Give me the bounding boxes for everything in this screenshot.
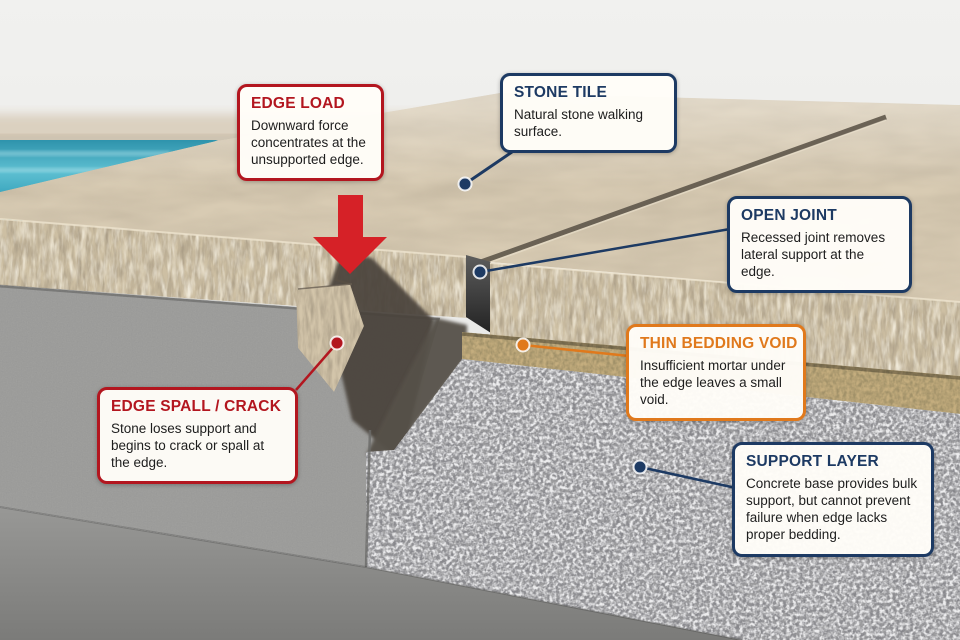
callout-title: STONE TILE (514, 84, 608, 101)
callout-body: Natural stone walking surface. (514, 107, 644, 140)
dot-stone-tile (457, 176, 473, 192)
callout-title: SUPPORT LAYER (746, 453, 879, 470)
left-arris-highlight (0, 218, 468, 258)
callout-body: Concrete base provides bulk support, but… (746, 476, 918, 543)
callout-body: Insufficient mortar under the edge leave… (640, 358, 786, 408)
right-arris-highlight (489, 262, 960, 303)
leader-stone-tile (464, 150, 513, 186)
edge-load-arrow (313, 195, 387, 274)
callout-stone-tile: STONE TILE Natural stone walking surface… (500, 73, 677, 154)
callout-support-layer: SUPPORT LAYER Concrete base provides bul… (732, 442, 934, 557)
base-layer (0, 507, 742, 640)
callout-title: EDGE SPALL / CRACK (111, 398, 282, 415)
dot-open-joint (472, 264, 488, 280)
leader-thin-bedding-void (522, 343, 630, 358)
leader-open-joint (479, 227, 731, 274)
callout-title: OPEN JOINT (741, 207, 837, 224)
dot-edge-spall (329, 335, 345, 351)
callout-body: Recessed joint removes lateral support a… (741, 230, 886, 280)
block-corner-shadow (366, 318, 467, 455)
callout-body: Stone loses support and begins to crack … (111, 421, 265, 471)
leader-support-layer (639, 465, 737, 490)
leader-edge-spall (295, 342, 338, 391)
callout-open-joint: OPEN JOINT Recessed joint removes latera… (727, 196, 912, 294)
callout-edge-load: EDGE LOAD Downward force concentrates at… (237, 84, 384, 182)
callout-title: THIN BEDDING VOID (640, 335, 798, 352)
tile-joint-line (477, 114, 887, 267)
dot-thin-bedding-void (515, 337, 531, 353)
callout-body: Downward force concentrates at the unsup… (251, 118, 366, 168)
dot-support-layer (632, 459, 648, 475)
callout-thin-bedding-void: THIN BEDDING VOID Insufficient mortar un… (626, 324, 806, 422)
concrete-joint-line (364, 429, 372, 568)
callout-title: EDGE LOAD (251, 95, 345, 112)
base-edge-line (0, 506, 743, 640)
callout-edge-spall-crack: EDGE SPALL / CRACK Stone loses support a… (97, 387, 298, 485)
